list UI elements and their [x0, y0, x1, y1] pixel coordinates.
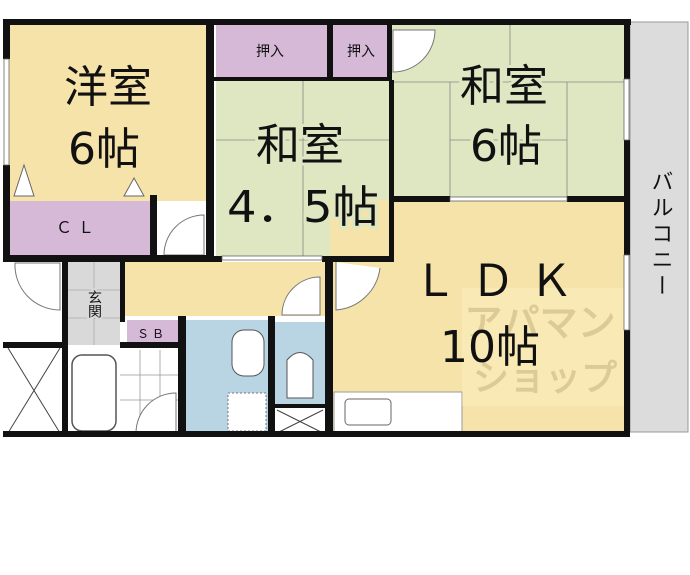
- oshiire-2-label: 押入: [347, 44, 375, 60]
- bath-door[interactable]: [135, 392, 177, 434]
- svg-text:ショップ: ショップ: [473, 358, 617, 399]
- windows: [3, 58, 630, 331]
- japanese-room-small-size: 4．5帖: [227, 182, 379, 233]
- svg-text:アパマン: アパマン: [464, 301, 615, 345]
- washer-space-icon: [227, 392, 267, 432]
- balcony-label: バルコニー: [648, 170, 673, 300]
- western-room-size: 6帖: [68, 124, 140, 175]
- room-labels: バルコニー 洋室 6帖 ＣＬ 押入 押入 和室 4．5帖 和室 6帖 ＬＤＫ 1…: [56, 44, 673, 373]
- watermark-logo: アパマン ショップ: [462, 288, 624, 406]
- bathtub-icon: [71, 354, 117, 432]
- washbasin-icon: [231, 329, 265, 377]
- shoe-box-label: ＳＢ: [137, 327, 167, 341]
- hanger-icon: [13, 163, 145, 197]
- toilet-icon: [286, 352, 314, 399]
- oshiire-2: [333, 24, 389, 78]
- western-room: [8, 24, 211, 201]
- japanese-room-small-name: 和室: [256, 120, 344, 171]
- closet-label: ＣＬ: [56, 218, 100, 237]
- japanese-room-large-size: 6帖: [470, 121, 542, 172]
- oshiire-1: [216, 24, 327, 78]
- ldk-size: 10帖: [440, 322, 540, 373]
- closet: [8, 201, 154, 255]
- shoe-box: [127, 320, 178, 345]
- japanese-room-large-name: 和室: [460, 61, 548, 112]
- entrance-label: 玄関: [86, 289, 102, 319]
- western-room-name: 洋室: [64, 62, 152, 113]
- walls: [3, 19, 631, 437]
- balcony: [629, 21, 689, 433]
- ldk-name: ＬＤＫ: [413, 256, 587, 307]
- door-swings: [14, 29, 436, 316]
- oshiire-1-label: 押入: [256, 44, 284, 60]
- sink-icon: [344, 398, 392, 426]
